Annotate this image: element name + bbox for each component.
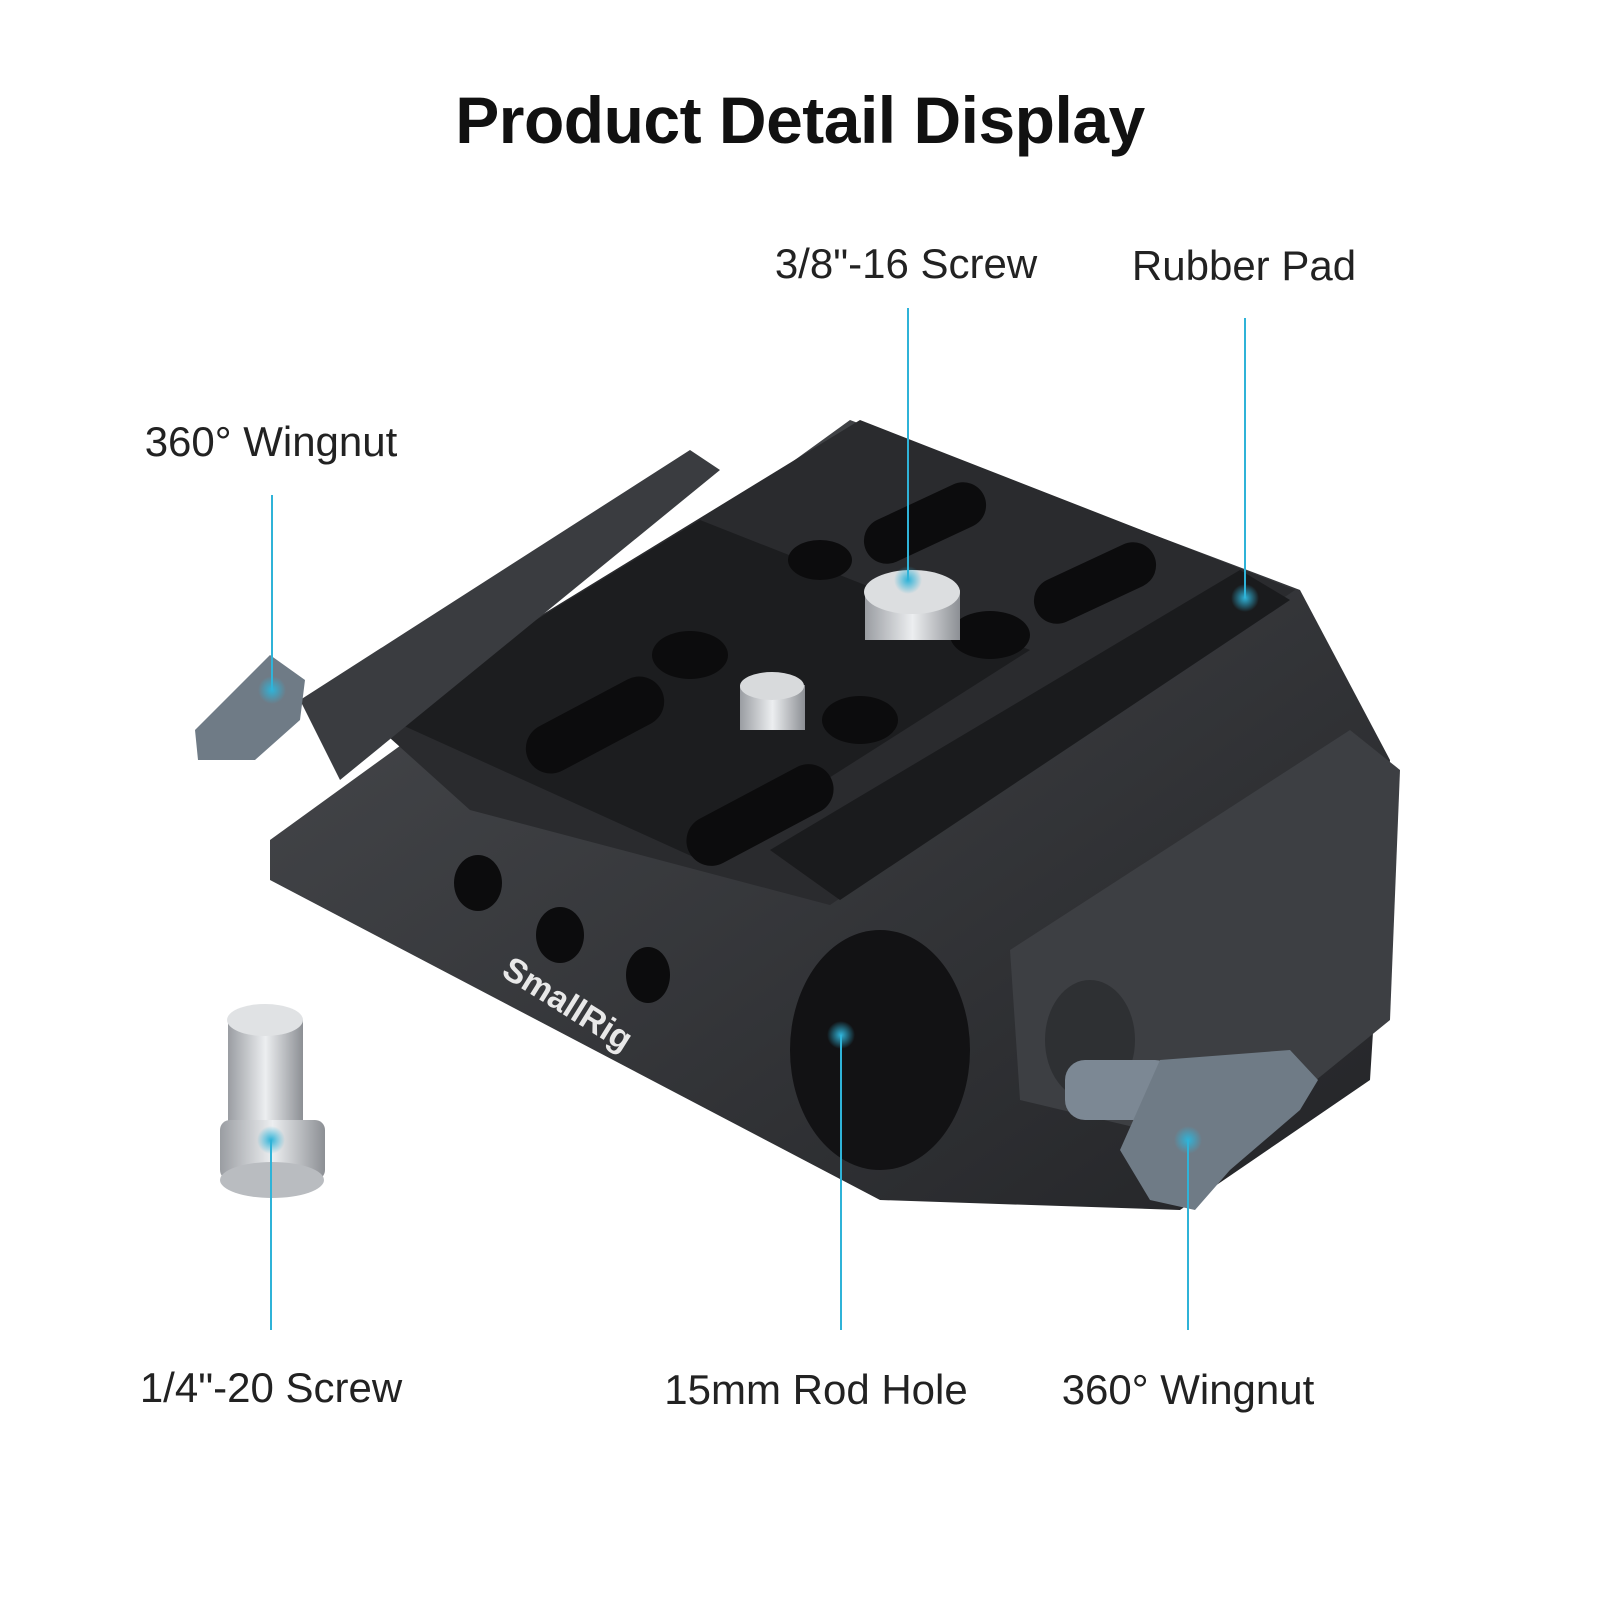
callout-lines	[270, 308, 1246, 1330]
loose-screw-1-4-20	[220, 1004, 325, 1198]
callout-dot	[258, 676, 286, 704]
callout-dots	[257, 566, 1259, 1154]
callout-dot	[257, 1126, 285, 1154]
wingnut-right	[1045, 980, 1318, 1210]
wingnut-left	[195, 655, 305, 760]
callout-label-rubber-pad: Rubber Pad	[1131, 242, 1357, 289]
mounting-screw-1-4	[740, 672, 805, 730]
callout-label-rod-hole: 15mm Rod Hole	[664, 1366, 968, 1413]
callout-label-right-wingnut: 360° Wingnut	[1061, 1366, 1315, 1413]
page-title: Product Detail Display	[455, 83, 1145, 157]
callout-label-3-8-screw: 3/8"-16 Screw	[774, 240, 1038, 287]
callout-label-left-wingnut: 360° Wingnut	[144, 418, 398, 465]
callout-dot	[1231, 584, 1259, 612]
callout-dot	[827, 1021, 855, 1049]
callout-dot	[894, 566, 922, 594]
callout-label-1-4-screw: 1/4"-20 Screw	[139, 1364, 403, 1411]
callout-dot	[1174, 1126, 1202, 1154]
